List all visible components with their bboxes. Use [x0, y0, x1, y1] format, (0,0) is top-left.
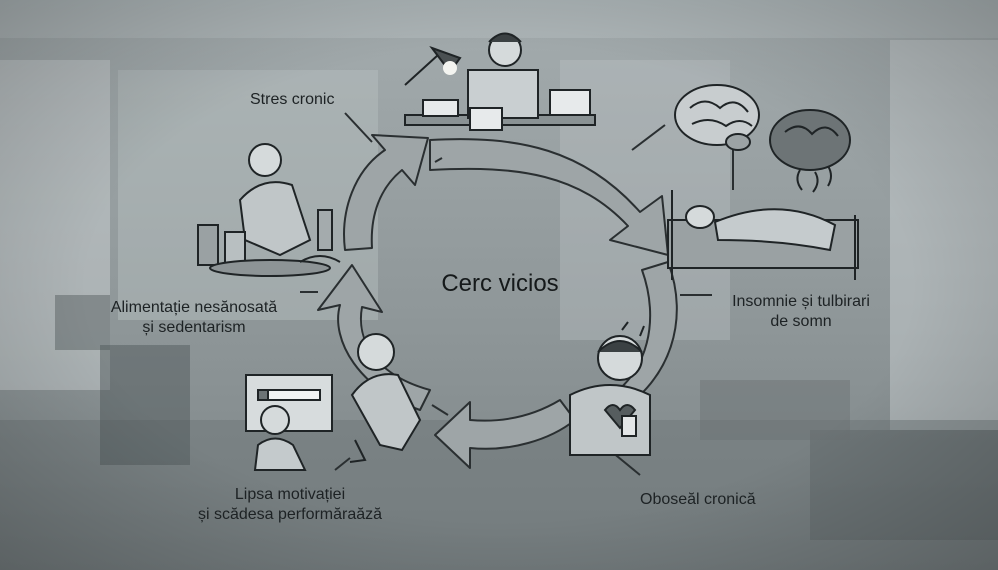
stage-label-insomnia-line-2: de somn [770, 313, 832, 330]
stressed-worker-illustration [404, 32, 596, 131]
stage-label-fatigue: Oboseăl cronică [640, 490, 756, 510]
insomnia-illustration [667, 190, 859, 280]
brain-illustration [674, 84, 760, 151]
stage-label-stress: Stres cronic [250, 90, 334, 110]
stressed-brain-illustration [769, 109, 851, 193]
stage-label-fatigue-line-1: Oboseăl cronică [640, 491, 756, 508]
stage-label-insomnia-line-1: Insomnie și tulbirari [732, 293, 870, 310]
stage-label-diet-line-2: și sedentarism [142, 319, 246, 336]
stage-label-diet: Alimentație nesănosată și sedentarism [100, 298, 288, 338]
fatigue-illustration [569, 321, 651, 456]
unhealthy-lifestyle-illustration [197, 143, 341, 277]
stage-label-insomnia: Insomnie și tulbirari de somn [713, 292, 889, 332]
stage-label-motivation-line-1: Lipsa motivației [234, 486, 346, 503]
arrow-fatigue-to-motivation [434, 399, 576, 469]
low-motivation-illustration [245, 333, 422, 471]
stage-label-motivation-line-2: și scădesa performăraăză [197, 506, 383, 523]
stage-label-stress-line-1: Stres cronic [250, 91, 335, 108]
cycle-title: Cerc vicios [441, 270, 559, 297]
cycle-arrows [317, 134, 678, 469]
connector-lines [300, 112, 734, 476]
stage-label-motivation: Lipsa motivației și scădesa performăraăz… [195, 485, 385, 525]
arrow-diet-to-stress [343, 134, 429, 251]
stage-label-diet-line-1: Alimentație nesănosată [110, 299, 278, 316]
